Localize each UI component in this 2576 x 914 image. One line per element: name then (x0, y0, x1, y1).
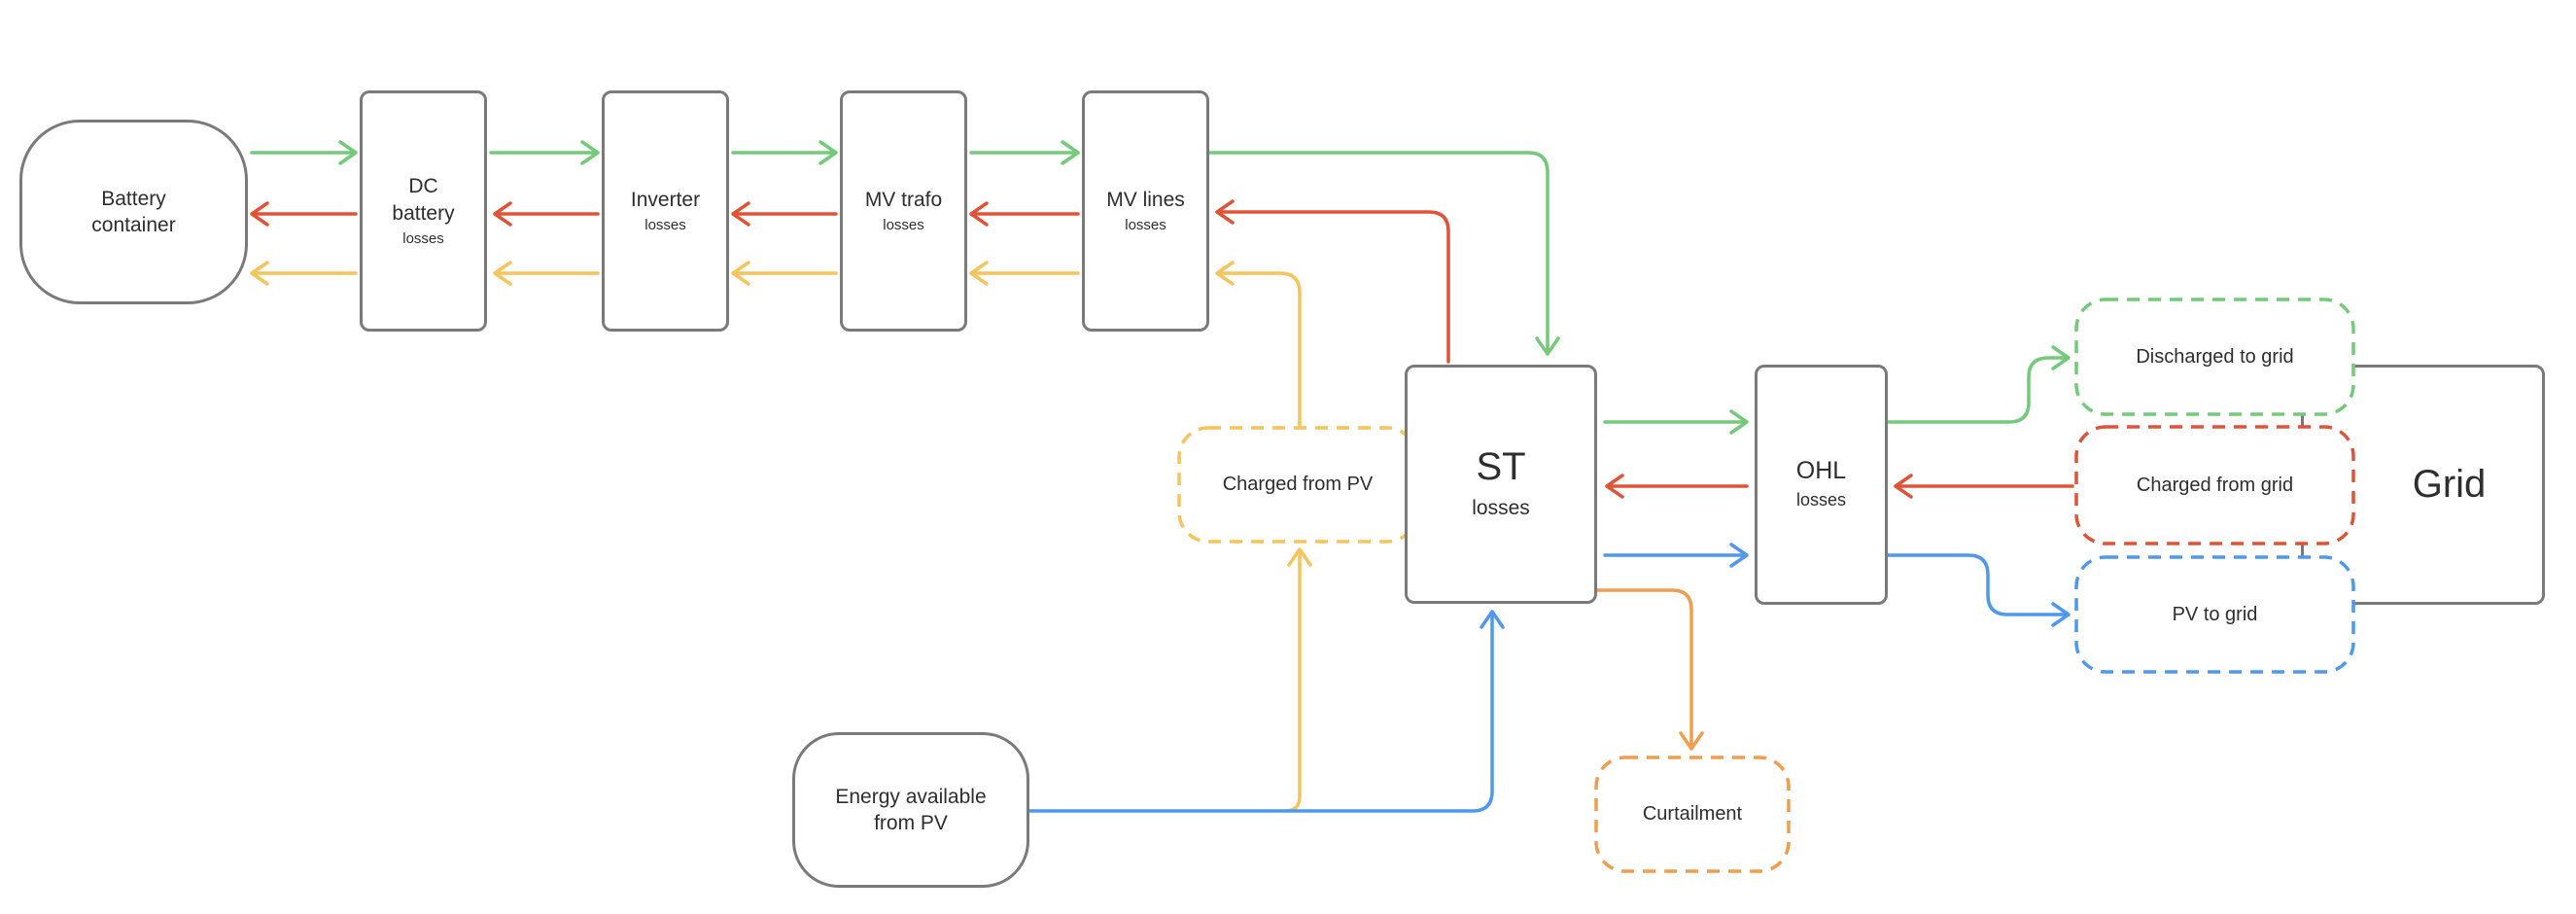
discharged-to-grid-box (2074, 298, 2355, 416)
st-title: ST (1476, 445, 1526, 489)
flow-pv-ohl-to-grid (1886, 553, 2071, 627)
mv-trafo-title: MV trafo (864, 188, 943, 211)
flow-charge-inverter-to-dc (493, 201, 600, 227)
mv-lines-losses-node: MV lines losses (1082, 90, 1209, 332)
flow-pv-charge-inverter-to-dc (493, 261, 600, 286)
mv-lines-subtitle: losses (1125, 217, 1166, 234)
flow-pv-charge-lines-to-trafo (969, 261, 1080, 286)
ohl-subtitle: losses (1795, 490, 1847, 510)
flow-pv-charge-junction-to-chargedpv (1283, 547, 1312, 813)
ohl-losses-node: OHL losses (1755, 365, 1888, 605)
flow-charge-trafo-to-inverter (731, 201, 838, 227)
flow-charge-grid-to-ohl (1894, 474, 2074, 499)
curtailment-box (1594, 756, 1791, 873)
flow-curtailment-st-to-curtailment (1595, 588, 1704, 751)
flow-charge-dc-to-battery (250, 201, 358, 227)
charged-from-grid-box (2074, 425, 2355, 545)
flow-discharge-lines-to-st (1207, 151, 1560, 356)
inverter-losses-node: Inverter losses (602, 90, 729, 332)
dc-battery-losses-node: DC battery losses (360, 90, 487, 332)
st-losses-node: ST losses (1405, 365, 1597, 604)
st-subtitle: losses (1472, 497, 1530, 520)
pv-to-grid-box (2074, 555, 2355, 674)
ohl-title: OHL (1795, 456, 1847, 484)
flow-discharge-st-to-ohl (1603, 409, 1749, 435)
inverter-subtitle: losses (644, 217, 686, 234)
dc-battery-title: DC battery (392, 175, 455, 225)
flow-charge-lines-to-trafo (969, 201, 1080, 227)
dc-battery-subtitle: losses (402, 229, 444, 247)
energy-from-pv-label: Energy available from PV (835, 785, 987, 834)
flow-charge-st-to-lines (1215, 199, 1450, 364)
flow-discharge-battery-to-dc (250, 140, 358, 165)
flow-discharge-trafo-to-lines (969, 140, 1080, 165)
flow-pv-st-to-ohl (1603, 543, 1749, 568)
flow-pv-charge-chargedpv-to-lines (1215, 261, 1302, 430)
battery-container-label: Battery container (91, 187, 176, 236)
mv-trafo-subtitle: losses (883, 217, 924, 234)
battery-container-node: Battery container (19, 120, 248, 304)
inverter-title: Inverter (630, 188, 701, 211)
flow-charge-ohl-to-st (1605, 474, 1749, 499)
grid-label: Grid (2412, 463, 2487, 506)
flow-pv-energy-to-st (1027, 610, 1505, 813)
energy-from-pv-node: Energy available from PV (792, 732, 1029, 888)
flow-pv-charge-dc-to-battery (250, 261, 358, 286)
mv-lines-title: MV lines (1106, 188, 1185, 211)
flow-discharge-ohl-to-grid (1886, 345, 2071, 424)
charged-from-pv-box (1177, 426, 1418, 544)
mv-trafo-losses-node: MV trafo losses (840, 90, 967, 332)
flow-pv-charge-trafo-to-inverter (731, 261, 838, 286)
flow-discharge-inverter-to-trafo (731, 140, 838, 165)
flow-discharge-dc-to-inverter (489, 140, 600, 165)
